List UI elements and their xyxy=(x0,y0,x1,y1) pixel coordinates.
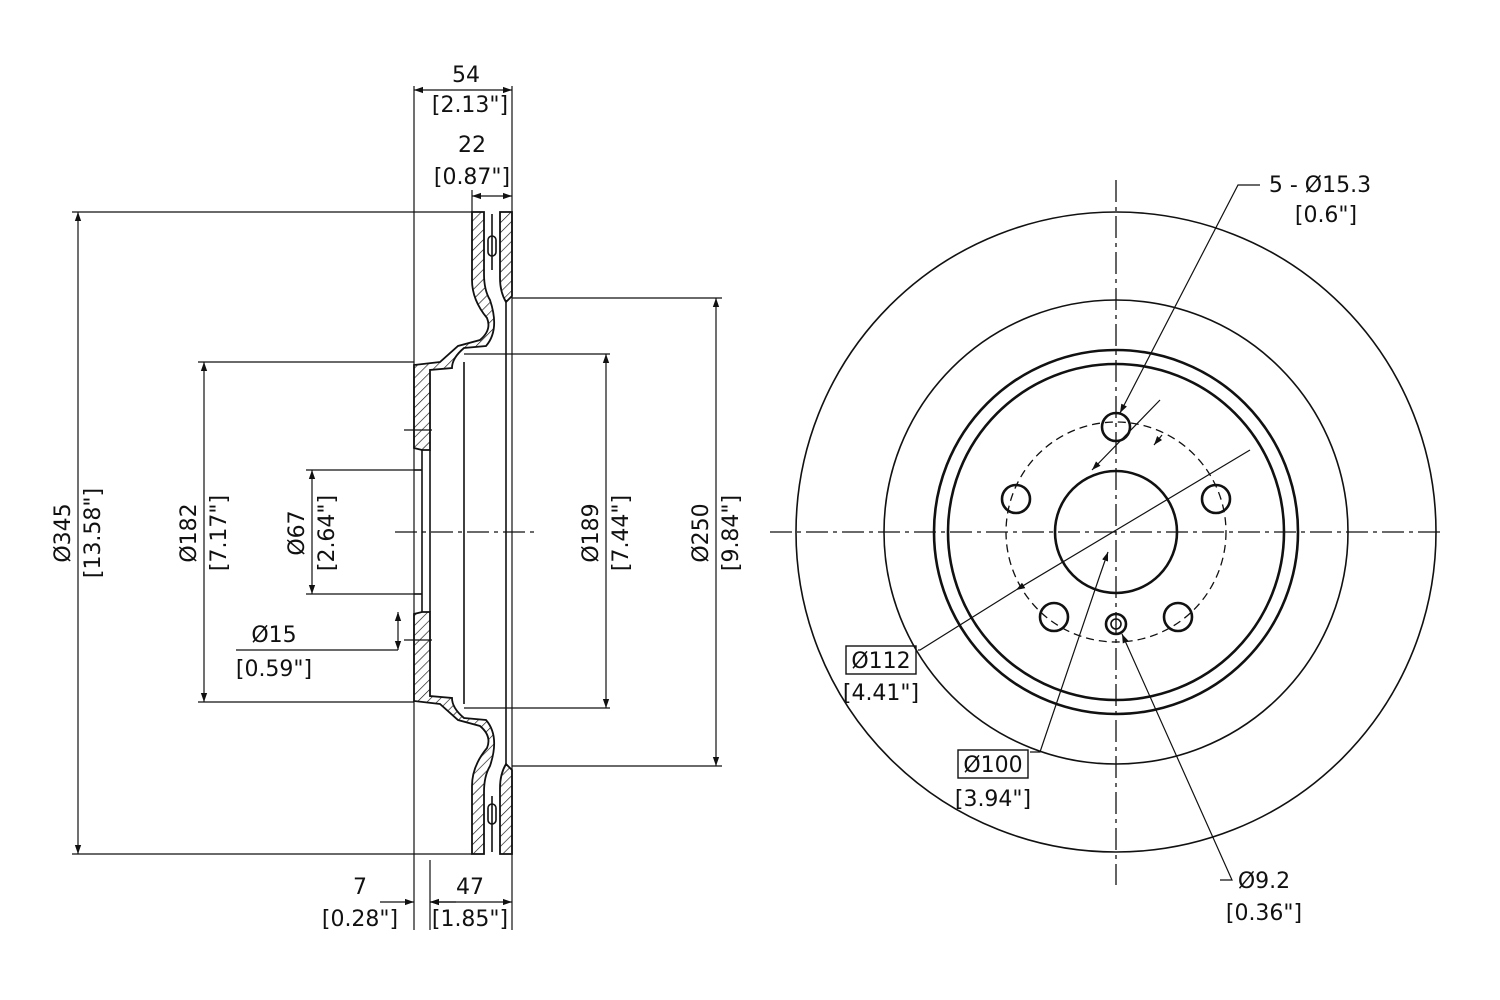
section-hatch-top xyxy=(413,211,496,451)
dim-182-mm: Ø182 xyxy=(177,503,202,562)
dim-7-inch: [0.28"] xyxy=(322,907,398,932)
section-hatch-bottom xyxy=(413,611,496,855)
dim-22-mm: 22 xyxy=(458,133,486,158)
leader-bolt-circle-100 xyxy=(1030,574,1101,753)
hat-outer-circle xyxy=(932,348,1300,716)
bolt-hole-1 xyxy=(1100,411,1132,443)
bolt-circle-112-box xyxy=(845,645,917,675)
bolt-hole-5 xyxy=(1000,483,1032,515)
section-view xyxy=(72,86,722,930)
dim-54-mm: 54 xyxy=(452,63,480,88)
dim-15-mm: Ø15 xyxy=(251,623,296,648)
dim-22-inch: [0.87"] xyxy=(434,165,510,190)
dim-189-inch: [7.44"] xyxy=(609,495,634,571)
rotor-plate-top-inner xyxy=(499,211,513,304)
leader-bolt-circle-100-arrow xyxy=(1099,551,1109,576)
dim-7-mm: 7 xyxy=(353,875,367,900)
outer-rim-circle xyxy=(795,211,1437,853)
section-view-labels: 54 [2.13"] 22 [0.87"] Ø345 [13.58"] Ø182… xyxy=(51,63,744,932)
dim-345-inch: [13.58"] xyxy=(81,488,106,578)
leader-bolt-circle-112 xyxy=(918,589,1017,651)
dim-250-inch: [9.84"] xyxy=(719,495,744,571)
hat-inner-circle xyxy=(946,362,1286,702)
center-bore-circle xyxy=(1053,469,1179,595)
bolt-hole-3 xyxy=(1162,601,1194,633)
vent-slot-top xyxy=(487,235,497,257)
bolt-hole-2 xyxy=(1200,483,1232,515)
bolt-holes-mm: 5 - Ø15.3 xyxy=(1269,173,1371,198)
bolt-circle-100-mm: Ø100 xyxy=(963,753,1022,778)
leader-arrow-tick xyxy=(1153,434,1163,446)
dim-345-mm: Ø345 xyxy=(51,503,76,562)
leader-locator-hole xyxy=(1121,633,1233,881)
vent-slot-bottom xyxy=(487,803,497,825)
dim-67-inch: [2.64"] xyxy=(315,495,340,571)
dim-189-mm: Ø189 xyxy=(579,503,604,562)
friction-inner-circle xyxy=(883,299,1349,765)
locator-hole-inner xyxy=(1110,618,1122,630)
leader-bolt-holes xyxy=(1119,184,1260,414)
dim-15-inch: [0.59"] xyxy=(236,657,312,682)
dim-182-inch: [7.17"] xyxy=(207,495,232,571)
leader-bolt-circle-112-upper xyxy=(1015,449,1251,591)
locator-hole-inch: [0.36"] xyxy=(1226,901,1302,926)
bolt-hole-4 xyxy=(1038,601,1070,633)
dim-54-inch: [2.13"] xyxy=(432,93,508,118)
rotor-plate-bottom-inner xyxy=(499,762,513,855)
bolt-holes-inch: [0.6"] xyxy=(1295,203,1357,228)
bolt-circle-112-mm: Ø112 xyxy=(851,649,910,674)
dim-67-mm: Ø67 xyxy=(285,510,310,555)
dim-47-inch: [1.85"] xyxy=(432,907,508,932)
dim-47-mm: 47 xyxy=(456,875,484,900)
bolt-circle-100-box xyxy=(957,749,1029,779)
front-view xyxy=(770,180,1445,885)
bolt-circle-100-inch: [3.94"] xyxy=(955,787,1031,812)
locator-hole-outer xyxy=(1104,612,1128,636)
front-view-labels: 5 - Ø15.3 [0.6"] Ø112 [4.41"] Ø100 [3.94… xyxy=(843,173,1371,926)
dim-250-mm: Ø250 xyxy=(689,503,714,562)
leader-bolt-circle-100-upper xyxy=(1091,399,1161,471)
bolt-circle xyxy=(1005,421,1227,643)
locator-hole-mm: Ø9.2 xyxy=(1238,869,1290,894)
bolt-circle-112-inch: [4.41"] xyxy=(843,681,919,706)
